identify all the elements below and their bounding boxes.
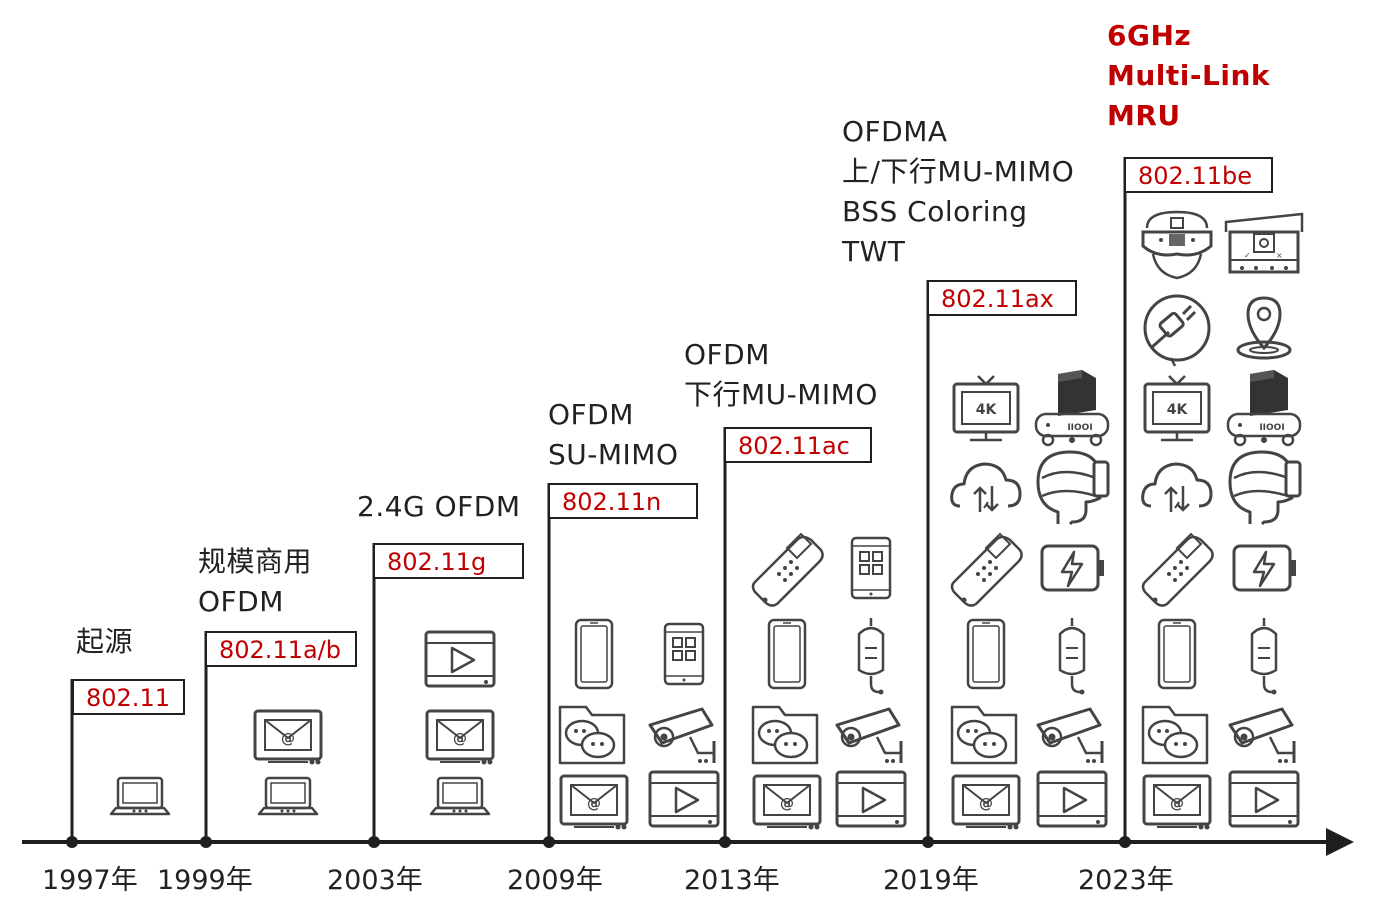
security-camera-icon bbox=[835, 707, 903, 765]
battery-charging-icon bbox=[1232, 544, 1298, 592]
chat-folder-icon bbox=[558, 705, 626, 765]
video-player-icon bbox=[1228, 770, 1300, 828]
year-label-1999: 1999年 bbox=[157, 865, 253, 896]
standard-box-80211n: 802.11n bbox=[548, 483, 698, 519]
security-camera-icon bbox=[1036, 707, 1104, 765]
features-1999: 规模商用 OFDM bbox=[198, 542, 312, 622]
feature-text: OFDM bbox=[548, 398, 634, 431]
standard-box-80211: 802.11 bbox=[72, 679, 185, 715]
iv-drip-icon bbox=[857, 616, 885, 696]
feature-text: 上/下行MU-MIMO bbox=[842, 155, 1075, 188]
feature-text: 起源 bbox=[76, 625, 134, 658]
standard-box-80211be: 802.11be bbox=[1124, 157, 1273, 193]
feature-text: BSS Coloring bbox=[842, 195, 1028, 228]
security-camera-icon bbox=[1228, 707, 1296, 765]
iv-drip-icon bbox=[1250, 616, 1278, 696]
smartphone-icon bbox=[767, 618, 807, 690]
year-label-2003: 2003年 bbox=[327, 865, 423, 896]
pos-terminal-icon bbox=[1141, 532, 1214, 607]
features-2003: 2.4G OFDM bbox=[357, 487, 521, 527]
year-label-2009: 2009年 bbox=[507, 865, 603, 896]
vr-headset-icon bbox=[1228, 450, 1302, 526]
features-1997: 起源 bbox=[76, 622, 133, 662]
laptop-icon bbox=[257, 776, 319, 816]
year-label-2013: 2013年 bbox=[684, 865, 780, 896]
vr-headset-icon bbox=[1036, 450, 1110, 526]
features-2019: OFDMA 上/下行MU-MIMO BSS Coloring TWT bbox=[842, 112, 1074, 272]
standard-box-80211ax: 802.11ax bbox=[927, 280, 1077, 316]
smartphone-icon bbox=[966, 618, 1006, 690]
iv-drip-icon bbox=[1058, 616, 1086, 696]
standard-box-80211ac: 802.11ac bbox=[724, 427, 872, 463]
feature-text: 下行MU-MIMO bbox=[684, 378, 878, 411]
feature-text: Multi-Link bbox=[1107, 59, 1270, 92]
email-icon bbox=[425, 709, 495, 766]
features-2013: OFDM 下行MU-MIMO bbox=[684, 335, 878, 415]
feature-text: 2.4G OFDM bbox=[357, 490, 521, 523]
feature-text: OFDM bbox=[198, 585, 284, 618]
video-player-icon bbox=[1036, 770, 1108, 828]
video-player-icon bbox=[648, 770, 720, 828]
4k-tv-icon bbox=[952, 374, 1020, 442]
video-player-icon bbox=[424, 630, 496, 688]
standard-box-80211ab: 802.11a/b bbox=[205, 631, 357, 667]
feature-text: OFDM bbox=[684, 338, 770, 371]
ar-headset-icon bbox=[1141, 210, 1213, 280]
features-2023: 6GHz Multi-Link MRU bbox=[1107, 16, 1270, 136]
location-pin-icon bbox=[1236, 296, 1292, 360]
email-icon bbox=[752, 774, 822, 831]
cloud-sync-icon bbox=[1141, 462, 1213, 514]
video-player-icon bbox=[835, 770, 907, 828]
smartphone-icon bbox=[1157, 618, 1197, 690]
email-icon bbox=[559, 774, 629, 831]
plug-icon bbox=[1143, 294, 1211, 368]
features-2009: OFDM SU-MIMO bbox=[548, 395, 678, 475]
security-camera-icon bbox=[648, 707, 716, 765]
email-icon bbox=[253, 709, 323, 766]
chat-folder-icon bbox=[950, 705, 1018, 765]
tablet-apps-icon bbox=[850, 536, 892, 600]
chat-folder-icon bbox=[1141, 705, 1209, 765]
feature-text: 规模商用 bbox=[198, 545, 313, 578]
email-icon bbox=[951, 774, 1021, 831]
agv-robot-icon bbox=[1226, 368, 1302, 447]
year-label-2019: 2019年 bbox=[883, 865, 979, 896]
smartphone-icon bbox=[574, 618, 614, 690]
battery-charging-icon bbox=[1040, 544, 1106, 592]
pos-terminal-icon bbox=[751, 532, 824, 607]
chat-folder-icon bbox=[751, 705, 819, 765]
laptop-icon bbox=[109, 776, 171, 816]
axis-arrow-icon bbox=[1326, 828, 1354, 856]
feature-text: OFDMA bbox=[842, 115, 948, 148]
factory-camera-icon bbox=[1224, 212, 1304, 274]
tablet-apps-icon bbox=[663, 622, 705, 686]
feature-text: SU-MIMO bbox=[548, 438, 679, 471]
feature-text: MRU bbox=[1107, 99, 1181, 132]
agv-robot-icon bbox=[1034, 368, 1110, 447]
cloud-sync-icon bbox=[950, 462, 1022, 514]
pos-terminal-icon bbox=[950, 532, 1023, 607]
standard-box-80211g: 802.11g bbox=[373, 543, 524, 579]
year-label-1997: 1997年 bbox=[42, 865, 138, 896]
4k-tv-icon bbox=[1143, 374, 1211, 442]
feature-text: TWT bbox=[842, 235, 906, 268]
email-icon bbox=[1142, 774, 1212, 831]
year-label-2023: 2023年 bbox=[1078, 865, 1174, 896]
laptop-icon bbox=[429, 776, 491, 816]
feature-text: 6GHz bbox=[1107, 19, 1192, 52]
